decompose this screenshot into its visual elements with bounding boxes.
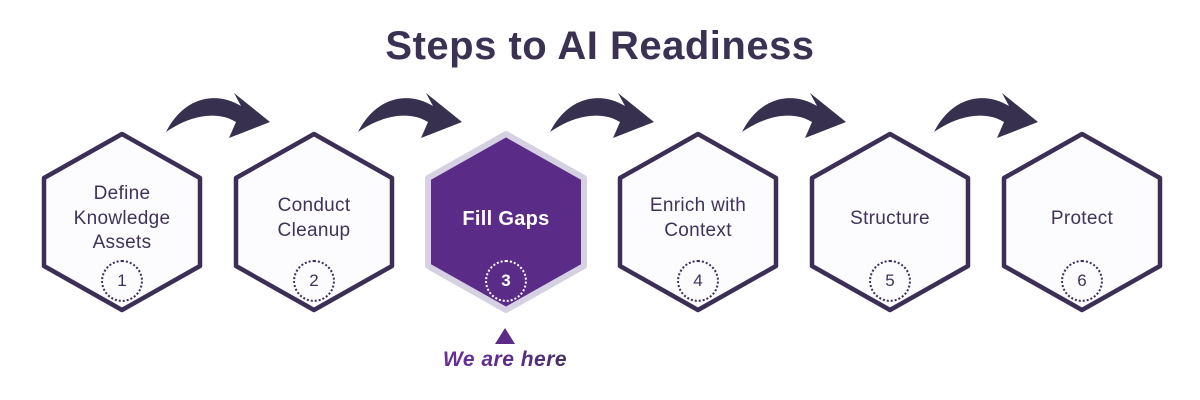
curved-arrow-icon [355,86,465,142]
step-number-badge: 4 [677,260,719,302]
step-hexagon-1: Define Knowledge Assets 1 [39,129,205,315]
step-number-badge: 6 [1061,260,1103,302]
curved-arrow-icon [163,86,273,142]
step-hexagon-4: Enrich with Context 4 [615,129,781,315]
step-hexagon-5: Structure 5 [807,129,973,315]
step-number-badge: 3 [485,260,527,302]
step-label: Define Knowledge Assets [73,182,171,254]
up-triangle-icon [495,328,515,344]
step-number-badge: 2 [293,260,335,302]
step-label: Conduct Cleanup [277,195,351,241]
step-number-badge: 1 [101,260,143,302]
step-hexagon-3-active: Fill Gaps 3 [423,129,589,315]
step-label: Structure [850,207,930,229]
step-hexagon-6: Protect 6 [999,129,1165,315]
step-hexagon-2: Conduct Cleanup 2 [231,129,397,315]
we-are-here-marker: We are here [425,328,585,372]
hexagon-shape [41,131,203,313]
curved-arrow-icon [931,86,1041,142]
page-title: Steps to AI Readiness [385,24,815,68]
step-label: Enrich with Context [649,195,747,241]
hexagon-shape [617,131,779,313]
we-are-here-label: We are here [425,348,585,372]
curved-arrow-icon [739,86,849,142]
step-label: Fill Gaps [462,208,550,230]
curved-arrow-icon [547,86,657,142]
step-label: Protect [1050,207,1114,229]
hexagon-shape [425,131,587,313]
hexagon-shape [233,131,395,313]
hexagon-shape [809,131,971,313]
step-number-badge: 5 [869,260,911,302]
hexagon-shape [1001,131,1163,313]
